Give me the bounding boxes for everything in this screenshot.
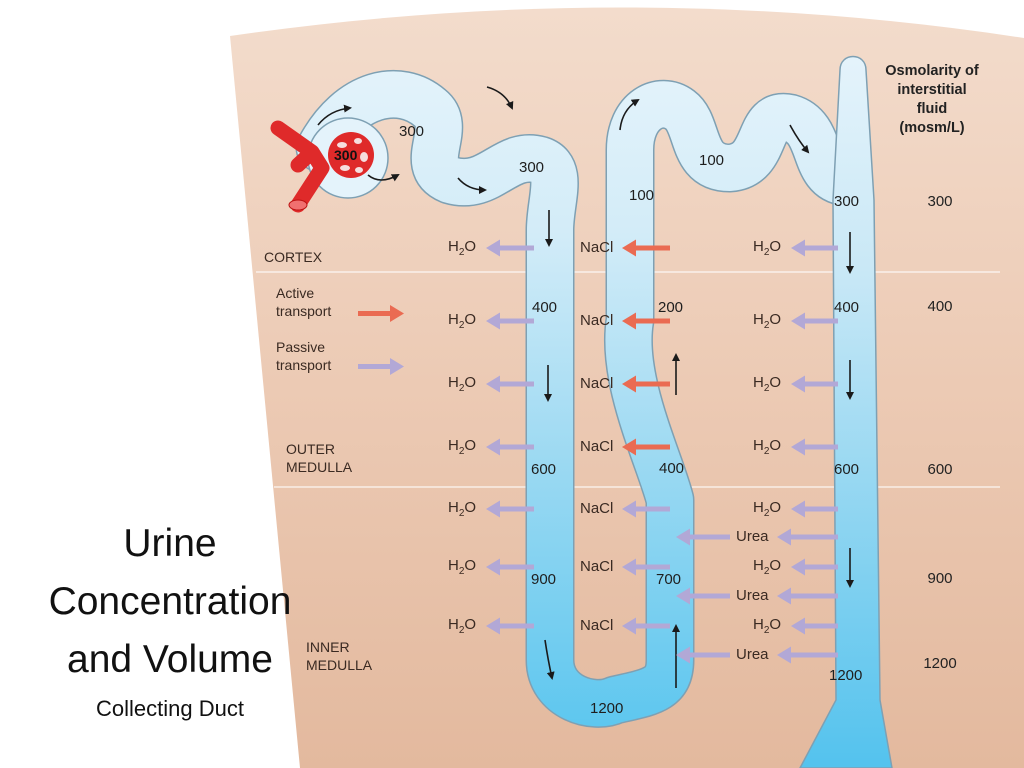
nacl-label: NaCl <box>580 438 614 455</box>
water-transport-arrow <box>791 239 838 257</box>
nacl-label: NaCl <box>580 617 614 634</box>
h2o-label: H2O <box>448 437 477 457</box>
distal-tubule-value: 100 <box>699 152 725 169</box>
h2o-label: H2O <box>753 499 782 519</box>
h2o-label: H2O <box>448 557 477 577</box>
water-transport-arrow <box>791 375 838 393</box>
flow-arrows <box>317 86 854 688</box>
vessel-opening <box>288 199 308 211</box>
collecting-duct-value: 1200 <box>829 667 863 684</box>
descending-limb-value: 600 <box>531 461 557 478</box>
urea-transport-arrow <box>777 528 838 546</box>
water-transport-arrow <box>486 558 534 576</box>
water-transport-arrow <box>486 375 534 393</box>
collecting-duct-value: 400 <box>834 299 860 316</box>
collecting-duct-value: 600 <box>834 461 860 478</box>
water-transport-arrow <box>486 617 534 635</box>
urea-transport-arrow <box>777 646 838 664</box>
water-transport-arrow <box>791 312 838 330</box>
loop-bottom-value: 1200 <box>590 700 624 717</box>
active-nacl-arrow <box>622 375 670 393</box>
cortex-label: CORTEX <box>264 249 323 265</box>
water-transport-arrow <box>791 558 838 576</box>
outer-medulla-label: OUTER MEDULLA <box>286 441 353 475</box>
h2o-label: H2O <box>448 238 477 258</box>
descending-limb-value: 400 <box>532 299 558 316</box>
slide-subtitle: Collecting Duct <box>96 696 244 721</box>
interstitial-osmolarity: 600 <box>927 461 953 478</box>
inner-medulla-label: INNER MEDULLA <box>306 639 373 673</box>
renal-artery <box>270 120 330 213</box>
ascending-limb-value: 200 <box>658 299 684 316</box>
passive-nacl-arrow <box>622 558 670 576</box>
h2o-label: H2O <box>753 616 782 636</box>
urea-transport-arrow <box>777 587 838 605</box>
osmolarity-header: Osmolarity of interstitial fluid (mosm/L… <box>885 63 979 136</box>
urea-transport-arrow <box>676 646 730 664</box>
nacl-label: NaCl <box>580 239 614 256</box>
ascending-limb-value: 700 <box>656 571 682 588</box>
collecting-duct <box>799 55 893 768</box>
proximal-value: 300 <box>399 123 425 140</box>
interstitial-osmolarity: 1200 <box>923 655 957 672</box>
h2o-label: H2O <box>753 437 782 457</box>
h2o-label: H2O <box>448 616 477 636</box>
urea-transport-arrow <box>676 528 730 546</box>
passive-nacl-arrow <box>622 617 670 635</box>
active-nacl-arrow <box>622 239 670 257</box>
passive-transport-legend-arrow <box>358 358 404 375</box>
water-transport-arrow <box>791 617 838 635</box>
collecting-duct-value: 300 <box>834 193 860 210</box>
urea-transport-arrow <box>676 587 730 605</box>
active-nacl-arrow <box>622 438 670 456</box>
h2o-label: H2O <box>753 374 782 394</box>
active-transport-legend-arrow <box>358 305 404 322</box>
interstitial-osmolarity: 900 <box>927 570 953 587</box>
interstitial-osmolarity: 300 <box>927 193 953 210</box>
urea-label: Urea <box>736 528 769 545</box>
ascending-limb-value: 100 <box>629 187 655 204</box>
urea-label: Urea <box>736 646 769 663</box>
nacl-label: NaCl <box>580 375 614 392</box>
ascending-limb-value: 400 <box>659 460 685 477</box>
water-transport-arrow <box>486 239 534 257</box>
water-transport-arrow <box>791 500 838 518</box>
urea-label: Urea <box>736 587 769 604</box>
interstitial-osmolarity: 400 <box>927 298 953 315</box>
proximal-value: 300 <box>519 159 545 176</box>
nacl-label: NaCl <box>580 558 614 575</box>
h2o-label: H2O <box>448 499 477 519</box>
water-transport-arrow <box>486 312 534 330</box>
nacl-label: NaCl <box>580 500 614 517</box>
slide-title: Urine Concentration and Volume <box>48 522 292 681</box>
glomerulus-value: 300 <box>334 147 358 163</box>
active-transport-legend-label: Active transport <box>276 285 332 319</box>
glomerulus-capillaries <box>337 138 368 173</box>
nacl-label: NaCl <box>580 312 614 329</box>
water-transport-arrow <box>791 438 838 456</box>
h2o-label: H2O <box>448 311 477 331</box>
descending-limb-value: 900 <box>531 571 557 588</box>
nephron-tubule <box>297 71 869 727</box>
h2o-label: H2O <box>753 238 782 258</box>
h2o-label: H2O <box>753 311 782 331</box>
active-nacl-arrow <box>622 312 670 330</box>
passive-nacl-arrow <box>622 500 670 518</box>
passive-transport-legend-label: Passive transport <box>276 339 332 373</box>
h2o-label: H2O <box>448 374 477 394</box>
h2o-label: H2O <box>753 557 782 577</box>
water-transport-arrow <box>486 500 534 518</box>
water-transport-arrow <box>486 438 534 456</box>
